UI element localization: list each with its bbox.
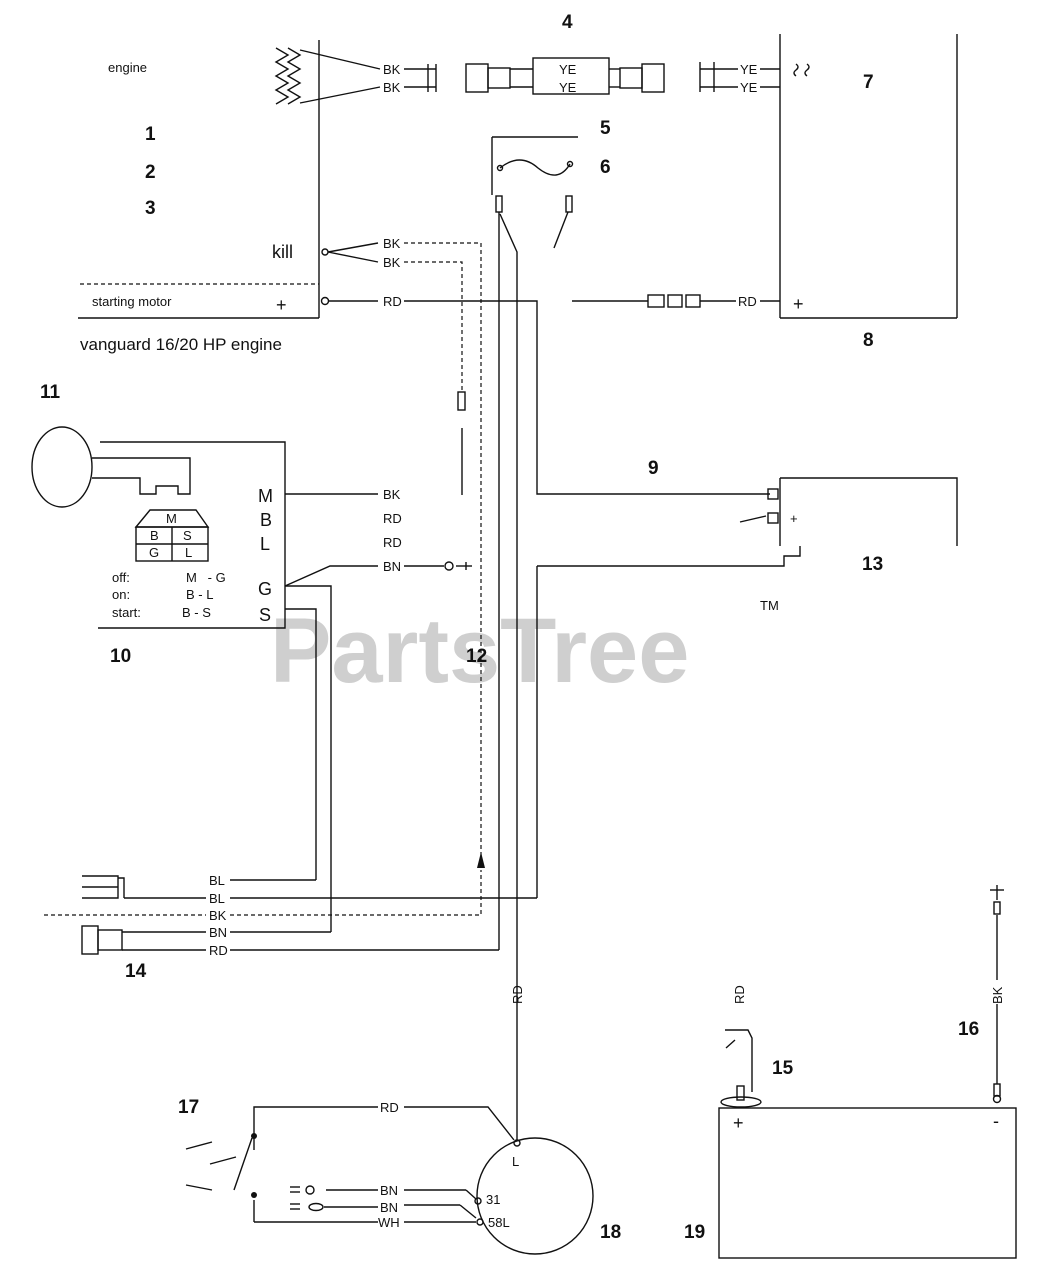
wire-rd-alt: RD: [380, 1100, 399, 1115]
wire-rd-harness: RD: [209, 943, 228, 958]
wire-bn-alt-2: BN: [380, 1200, 398, 1215]
bottom-harness: [44, 870, 537, 955]
wire-rd-comp8: RD: [738, 294, 757, 309]
wire-bk-m: BK: [383, 487, 401, 502]
battery: [718, 885, 1017, 1259]
starting-motor-plus: +: [276, 295, 287, 315]
mode-on-conn: B - L: [186, 587, 213, 602]
component-13: [536, 477, 958, 898]
callout-13: 13: [862, 554, 883, 575]
top-harness: [404, 57, 780, 95]
wire-bl-1: BL: [209, 873, 225, 888]
callout-7: 7: [863, 72, 874, 93]
terminal-b: B: [260, 510, 272, 530]
wire-rd-l: RD: [383, 535, 402, 550]
callout-8: 8: [863, 330, 874, 351]
wire-bk-kill-1: BK: [383, 236, 401, 251]
grid-g: G: [149, 545, 159, 560]
callout-17: 17: [178, 1097, 199, 1118]
grid-m: M: [166, 511, 177, 526]
callout-4: 4: [562, 12, 573, 33]
arrow-up-icon: [477, 852, 485, 868]
wire-wh-alt: WH: [378, 1215, 400, 1230]
callout-6: 6: [600, 157, 611, 178]
battery-minus: -: [993, 1111, 999, 1131]
alternator: [253, 1106, 594, 1255]
terminal-g: G: [258, 579, 272, 599]
wire-rd-starter: RD: [383, 294, 402, 309]
wire-ye-right-1: YE: [740, 62, 758, 77]
callout-18: 18: [600, 1222, 621, 1243]
alt-terminal-58l: 58L: [488, 1215, 510, 1230]
terminal-s: S: [259, 605, 271, 625]
callout-3: 3: [145, 198, 156, 219]
watermark-tm: TM: [760, 598, 779, 613]
wire-bl-2: BL: [209, 891, 225, 906]
alt-terminal-31: 31: [486, 1192, 500, 1207]
engine-name: vanguard 16/20 HP engine: [80, 335, 282, 354]
wire-bk-top-2: BK: [383, 80, 401, 95]
callout-14: 14: [125, 961, 147, 982]
switch-17: [185, 1133, 257, 1198]
battery-plus: +: [733, 1113, 744, 1133]
callout-9: 9: [648, 458, 659, 479]
callout-15: 15: [772, 1058, 794, 1079]
switch-5-6: [491, 136, 578, 1140]
terminal-l: L: [260, 534, 270, 554]
callout-19: 19: [684, 1222, 705, 1243]
callout-10: 10: [110, 646, 131, 667]
grid-s: S: [183, 528, 192, 543]
wire-bk-battery: BK: [990, 986, 1005, 1004]
spark-plug-coil: [274, 47, 290, 105]
callout-1: 1: [145, 124, 156, 145]
callout-12: 12: [466, 646, 487, 667]
engine-label: engine: [108, 60, 147, 75]
starting-motor-label: starting motor: [92, 294, 172, 309]
wire-rd-b: RD: [383, 511, 402, 526]
ignition-switch: [98, 441, 286, 629]
terminal-m: M: [258, 486, 273, 506]
component-13-plus: +: [790, 511, 798, 526]
alt-terminal-l: L: [512, 1154, 519, 1169]
callout-5: 5: [600, 118, 611, 139]
mode-start: start:: [112, 605, 141, 620]
wire-bn-alt-1: BN: [380, 1183, 398, 1198]
callout-11: 11: [40, 382, 61, 403]
wire-ye-mid-1: YE: [559, 62, 577, 77]
kill-label: kill: [272, 242, 293, 262]
mode-on: on:: [112, 587, 130, 602]
wire-bn-g: BN: [383, 559, 401, 574]
wire-bk-harness: BK: [209, 908, 227, 923]
callout-2: 2: [145, 162, 156, 183]
wire-bn-harness: BN: [209, 925, 227, 940]
grid-b: B: [150, 528, 159, 543]
kill-wires: [321, 242, 485, 868]
switch-output-wires: [284, 493, 472, 932]
grid-l: L: [185, 545, 192, 560]
wire-ye-mid-2: YE: [559, 80, 577, 95]
starter-rd-wire: [320, 294, 780, 495]
callout-16: 16: [958, 1019, 979, 1040]
wire-rd-vertical: RD: [510, 985, 525, 1004]
watermark: PartsTree: [270, 600, 689, 702]
wire-bk-top-1: BK: [383, 62, 401, 77]
mode-start-conn: B - S: [182, 605, 211, 620]
component-8-plus: +: [793, 294, 804, 314]
mode-off-conn: M - G: [186, 570, 226, 585]
wire-bk-kill-2: BK: [383, 255, 401, 270]
mode-off: off:: [112, 570, 130, 585]
component-7-8-box: [779, 34, 958, 319]
wire-rd-battery: RD: [732, 985, 747, 1004]
wire-ye-right-2: YE: [740, 80, 758, 95]
key-icon: [31, 426, 191, 508]
engine-block: [78, 40, 381, 319]
